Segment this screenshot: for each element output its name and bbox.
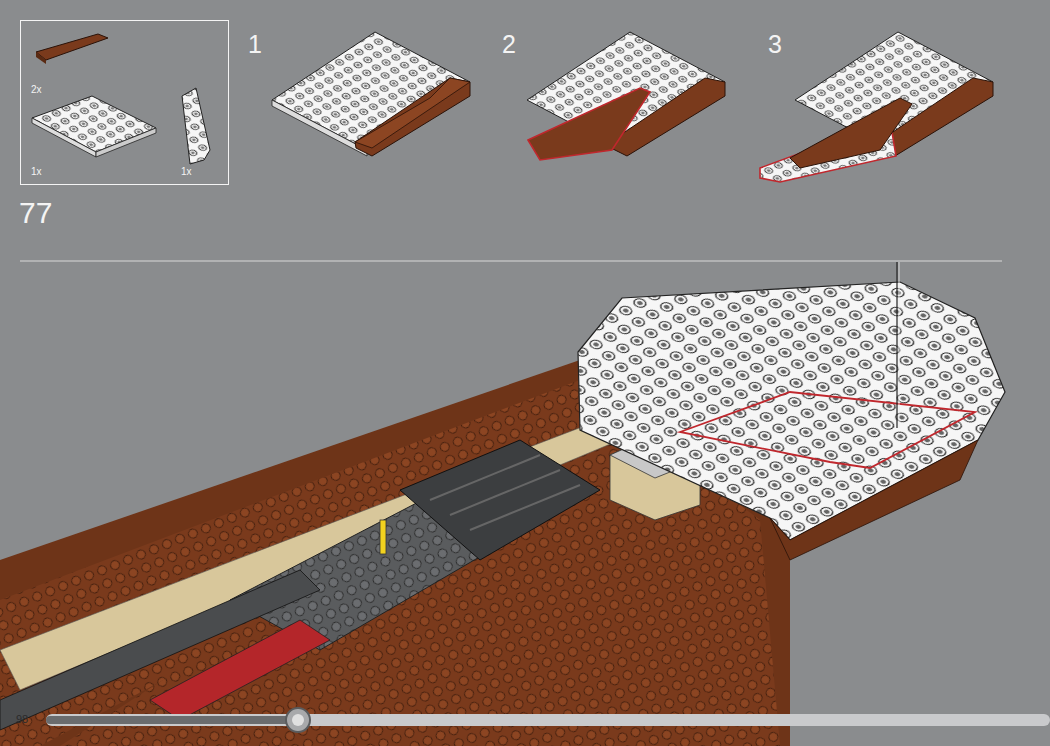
step-number: 77 — [19, 198, 52, 228]
parts-list-box: 2x 1x 1x — [20, 20, 229, 185]
part-count: 2x — [31, 85, 42, 95]
substep-number: 1 — [248, 32, 262, 57]
page-number: 98 — [16, 714, 28, 725]
substep-number: 2 — [502, 32, 516, 57]
substep-number: 3 — [768, 32, 782, 57]
part-count: 1x — [181, 167, 192, 177]
part-count: 1x — [31, 167, 42, 177]
